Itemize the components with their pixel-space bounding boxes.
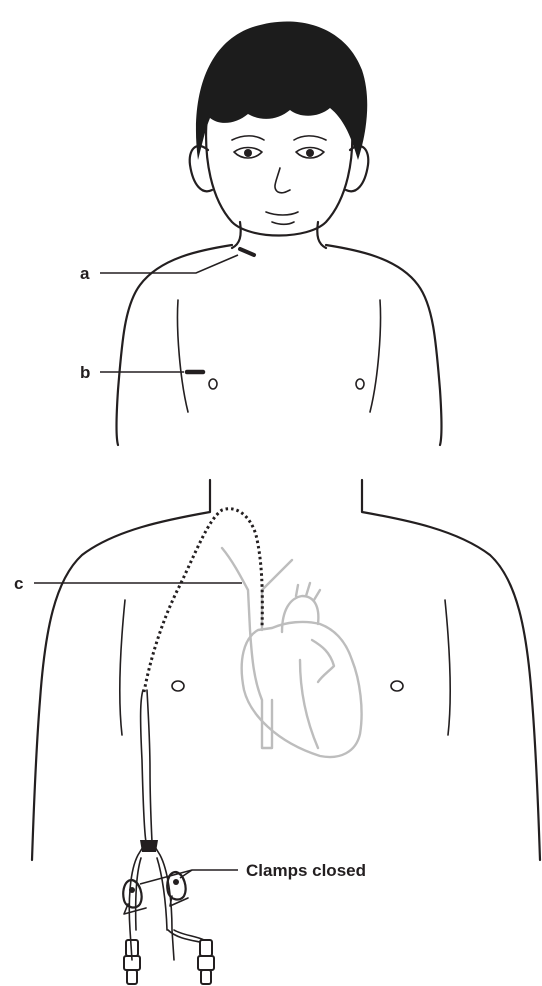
label-a: a: [80, 264, 90, 283]
heart-illustration: [222, 548, 362, 757]
left-connector: [124, 940, 140, 984]
catheter-bifurcation: [129, 842, 174, 960]
torso-arm-lines: [120, 600, 450, 735]
catheter-tunnel-dotted: [144, 509, 262, 692]
mark-a: [240, 249, 254, 255]
right-connector: [198, 940, 214, 984]
catheter-lines: [123, 690, 214, 984]
child-figure: [117, 21, 442, 445]
torso-right-nipple: [391, 681, 403, 691]
catheter-main-tube: [141, 690, 152, 842]
child-eyes: [232, 136, 326, 158]
child-mouth: [266, 212, 298, 224]
label-b: b: [80, 363, 90, 382]
child-torso-outline: [117, 245, 442, 445]
left-clamp: [123, 880, 146, 914]
aortic-arch: [282, 583, 320, 632]
y-junction: [140, 840, 158, 852]
superior-vena-cava: [222, 548, 292, 748]
child-left-nipple: [209, 379, 217, 389]
child-arm-lines: [177, 300, 380, 412]
right-clamp: [167, 872, 188, 906]
child-nose: [275, 168, 290, 193]
leader-a: [100, 255, 238, 273]
child-face: [206, 115, 352, 236]
heart-chamber-lines: [300, 640, 334, 748]
child-right-nipple: [356, 379, 364, 389]
label-clamps-closed: Clamps closed: [246, 861, 366, 880]
torso-figure: [32, 480, 540, 860]
torso-left-nipple: [172, 681, 184, 691]
child-hair: [196, 21, 367, 160]
torso-outline: [32, 480, 540, 860]
label-c: c: [14, 574, 23, 593]
